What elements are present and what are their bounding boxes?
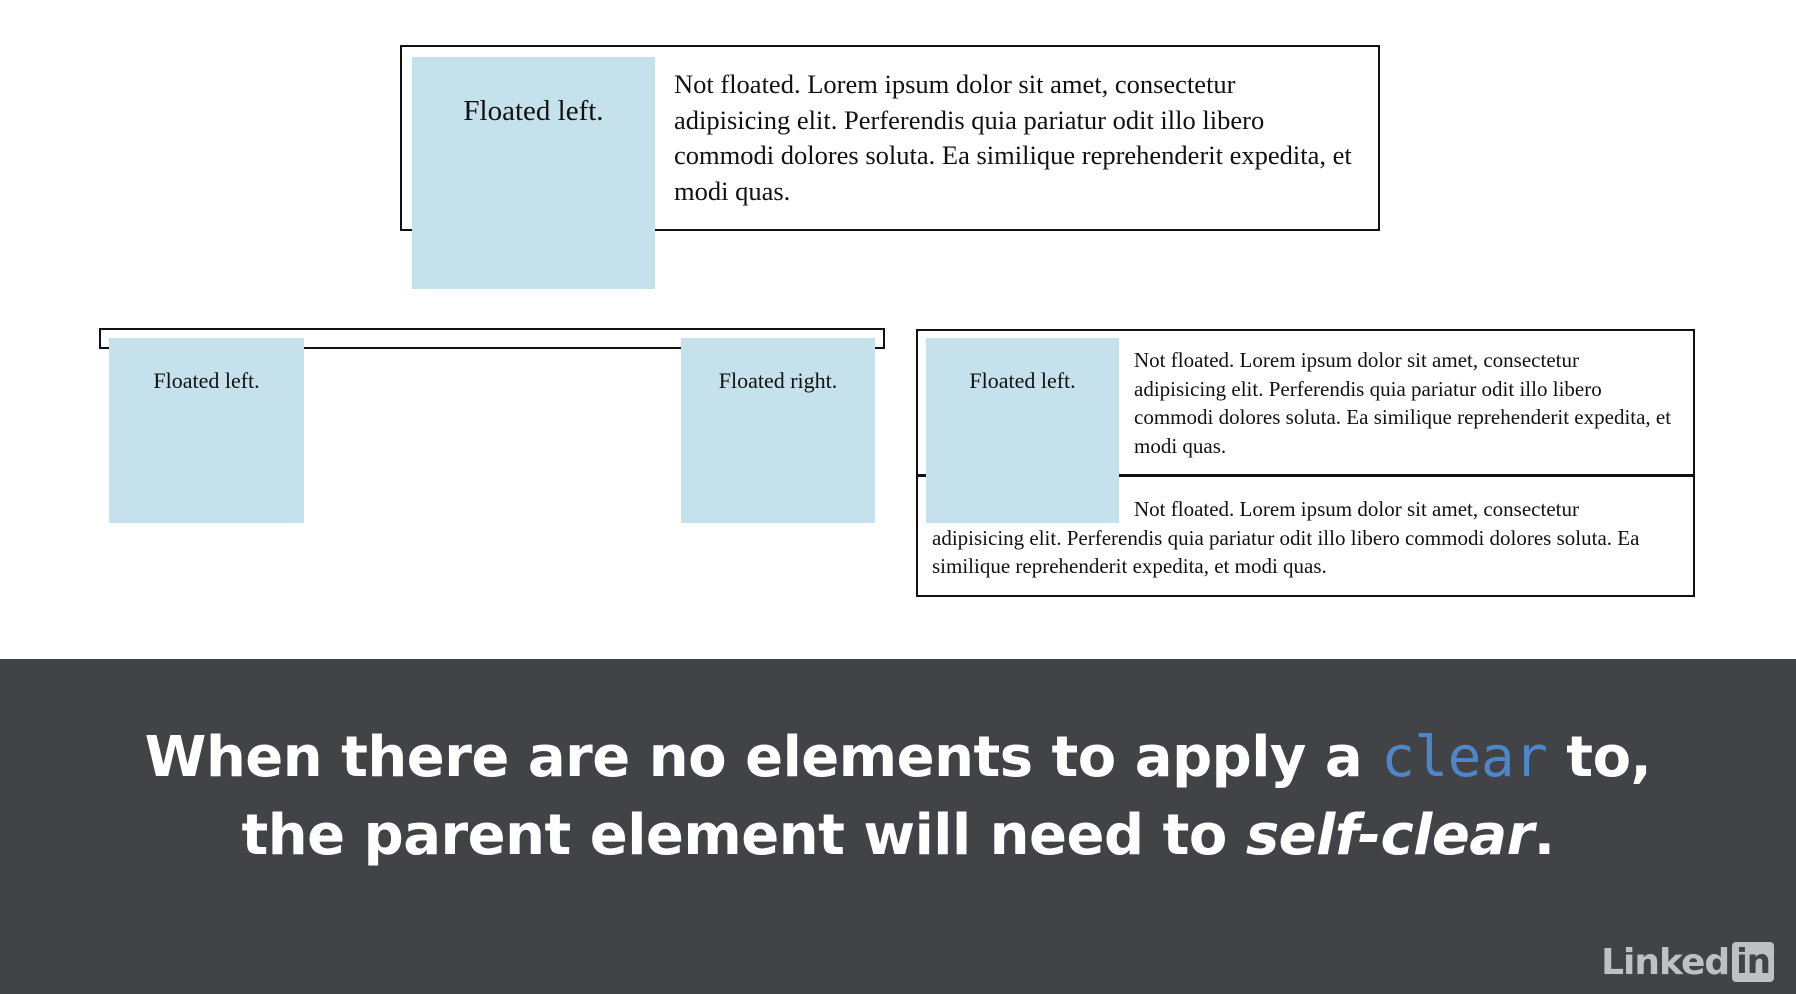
caption-bar: When there are no elements to apply a cl…	[0, 659, 1796, 994]
floated-left-block: Floated left.	[109, 338, 304, 523]
caption-line-1: When there are no elements to apply a cl…	[0, 719, 1796, 797]
floated-left-block: Floated left.	[412, 57, 655, 289]
demo-area: Floated left. Not floated. Lorem ipsum d…	[99, 45, 1695, 597]
code-keyword: clear	[1381, 725, 1548, 790]
parent-container-collapsed	[400, 45, 1380, 231]
second-paragraph-container	[916, 474, 1695, 597]
caption-text: When there are no elements to apply a cl…	[0, 719, 1796, 875]
not-floated-paragraph: Not floated. Lorem ipsum dolor sit amet,…	[674, 69, 1352, 206]
floated-left-block: Floated left.	[926, 338, 1119, 523]
floated-left-label: Floated left.	[463, 95, 604, 127]
floated-right-label: Floated right.	[718, 368, 838, 393]
logo-wordmark: Linked	[1601, 941, 1730, 983]
logo-in-box: in	[1732, 942, 1774, 982]
caption-text-segment: the parent element will need to	[241, 803, 1246, 868]
not-floated-paragraph: Not floated. Lorem ipsum dolor sit amet,…	[932, 497, 1640, 578]
caption-text-segment: to,	[1547, 725, 1652, 790]
floated-left-label: Floated left.	[153, 368, 260, 393]
empty-parent-container	[99, 328, 885, 349]
floated-left-label: Floated left.	[969, 368, 1076, 393]
caption-text-segment: .	[1533, 803, 1555, 868]
not-floated-paragraph: Not floated. Lorem ipsum dolor sit amet,…	[1134, 348, 1672, 458]
caption-line-2: the parent element will need to self-cle…	[0, 797, 1796, 875]
floated-right-block: Floated right.	[681, 338, 875, 523]
caption-text-segment: When there are no elements to apply a	[144, 725, 1382, 790]
first-paragraph-container	[916, 329, 1695, 477]
emphasized-term: self-clear	[1245, 803, 1534, 868]
